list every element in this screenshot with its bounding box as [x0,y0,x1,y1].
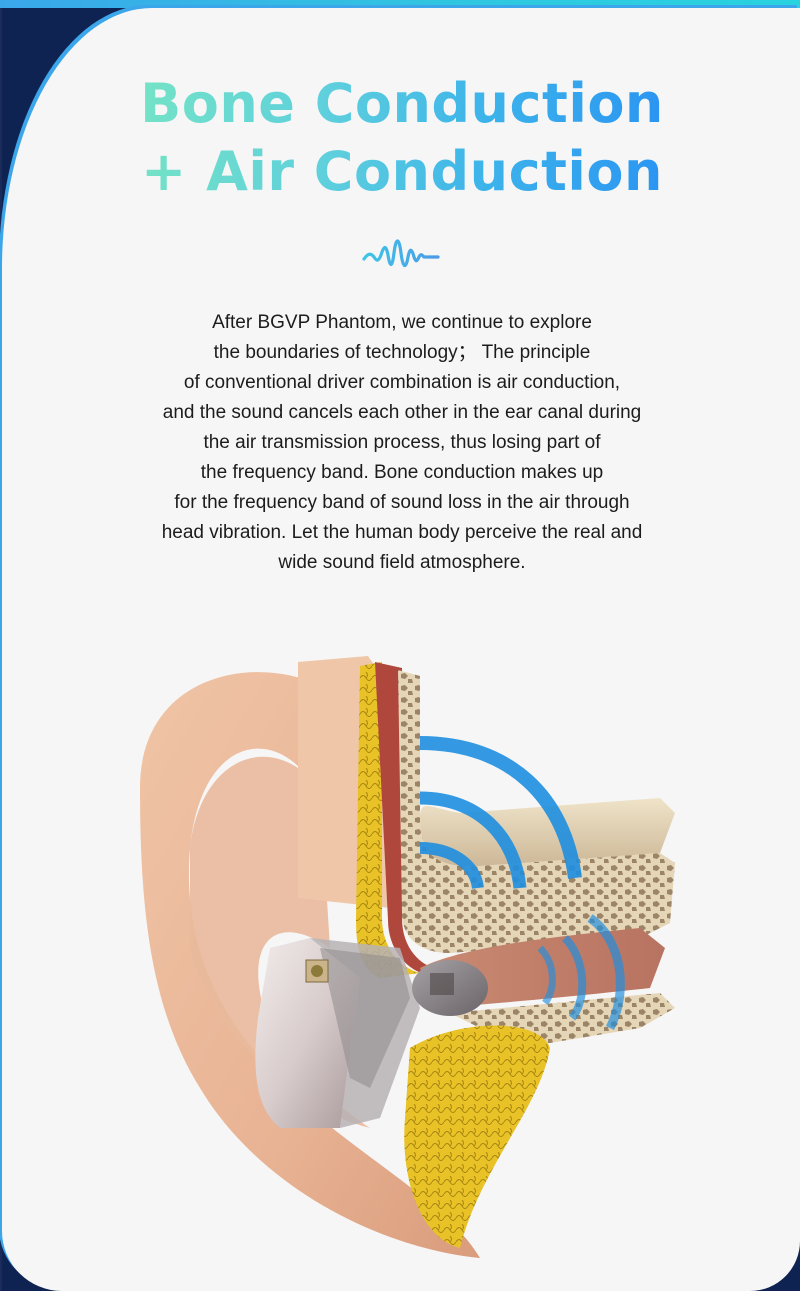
title-line-2: + Air Conduction [141,138,663,206]
description: After BGVP Phantom, we continue to explo… [102,308,702,578]
page-title: Bone Conduction + Air Conduction [2,70,800,206]
description-line: the air transmission process, thus losin… [203,432,601,453]
description-line: head vibration. Let the human body perce… [161,522,643,543]
description-line: wide sound field atmosphere. [278,552,526,573]
sound-wave-icon [362,239,440,268]
description-line: and the sound cancels each other in the … [162,402,642,423]
description-line: After BGVP Phantom, we continue to explo… [212,312,592,333]
ear-conduction-illustration [140,656,675,1258]
description-line: for the frequency band of sound loss in … [174,492,630,513]
description-line: the frequency band. Bone conduction make… [200,462,604,483]
description-line: of conventional driver combination is ai… [183,372,621,393]
top-accent-bar [0,0,800,8]
title-line-1: Bone Conduction [140,70,664,138]
frame-edge [0,0,2,1291]
content-panel: Bone Conduction + Air Conduction After B… [2,8,800,1291]
description-line: the boundaries of technology； The princi… [213,342,591,363]
